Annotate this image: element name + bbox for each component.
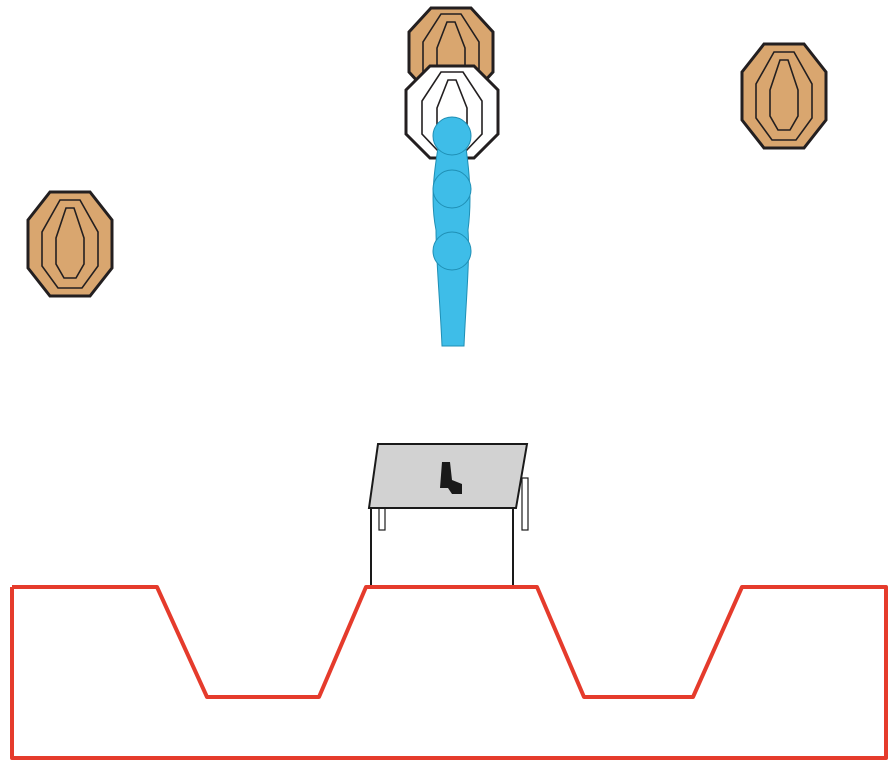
steel-popper xyxy=(432,116,472,347)
shooting-area-fault-line xyxy=(10,585,888,760)
paper-target-left xyxy=(26,190,114,298)
popper-head-2 xyxy=(432,169,472,209)
pistol-icon xyxy=(440,462,462,494)
popper-head-1 xyxy=(432,116,472,156)
paper-target-right xyxy=(740,42,828,150)
popper-head-3 xyxy=(432,231,472,271)
